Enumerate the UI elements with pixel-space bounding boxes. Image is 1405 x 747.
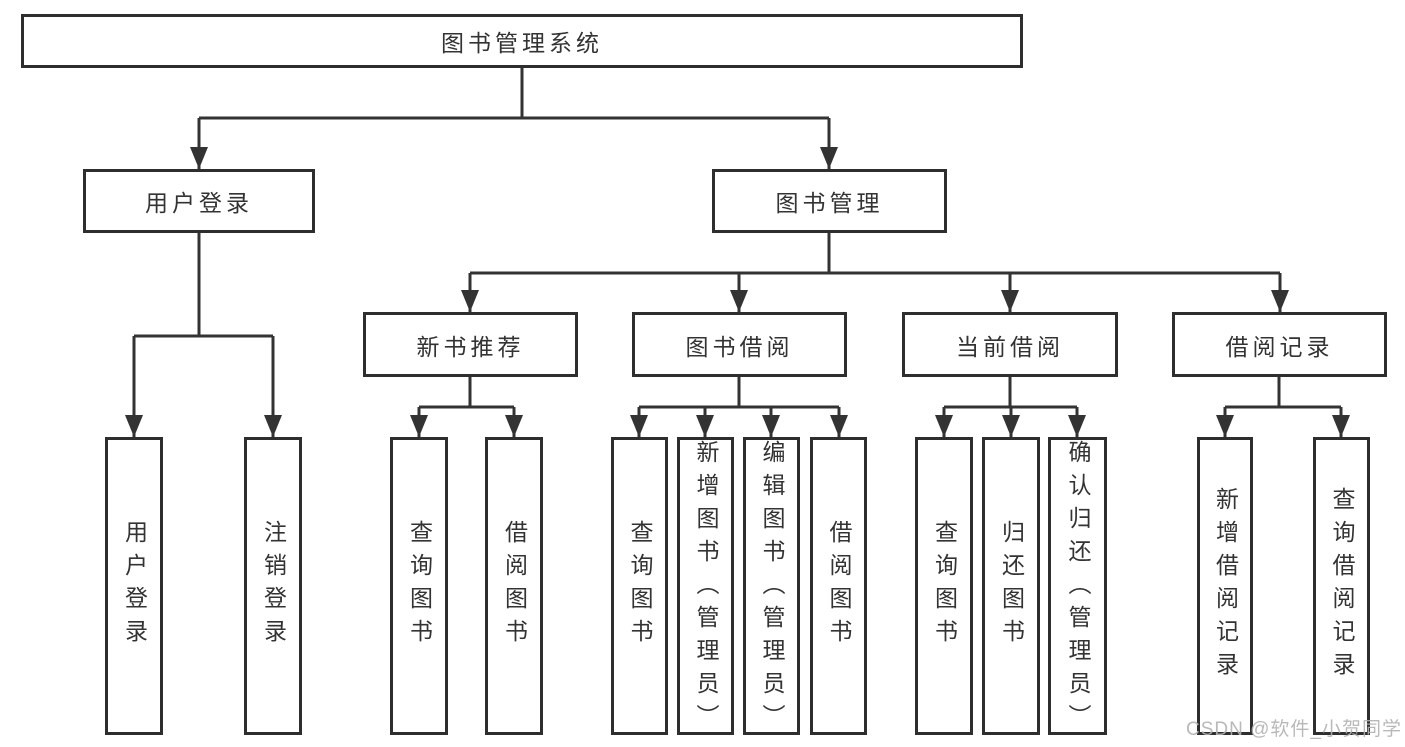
node-user-login: 用户登录 (83, 169, 315, 233)
node-book-borrow: 图书借阅 (632, 312, 847, 377)
node-current-borrow: 当前借阅 (902, 312, 1118, 377)
leaf-query-books-current: 查询图书 (915, 437, 973, 735)
leaf-user-login: 用户登录 (105, 437, 163, 735)
leaf-edit-books-admin: 编辑图书（管理员） (743, 437, 800, 737)
leaf-query-books-recommend: 查询图书 (390, 437, 448, 735)
leaf-query-borrow-record: 查询借阅记录 (1313, 437, 1370, 735)
leaf-logout: 注销登录 (244, 437, 302, 735)
node-new-book-recommend: 新书推荐 (363, 312, 578, 377)
leaf-confirm-return-admin: 确认归还（管理员） (1048, 437, 1107, 737)
node-borrow-records: 借阅记录 (1172, 312, 1387, 377)
leaf-borrow-books-recommend: 借阅图书 (485, 437, 543, 735)
leaf-borrow-books: 借阅图书 (810, 437, 867, 735)
leaf-add-borrow-record: 新增借阅记录 (1197, 437, 1253, 735)
csdn-watermark: CSDN @软件_小贺同学 (1186, 719, 1402, 740)
node-book-management: 图书管理 (712, 169, 947, 233)
leaf-return-books: 归还图书 (982, 437, 1040, 735)
leaf-query-books-borrow: 查询图书 (611, 437, 668, 735)
node-root: 图书管理系统 (21, 14, 1023, 68)
leaf-add-books-admin: 新增图书（管理员） (677, 437, 734, 737)
